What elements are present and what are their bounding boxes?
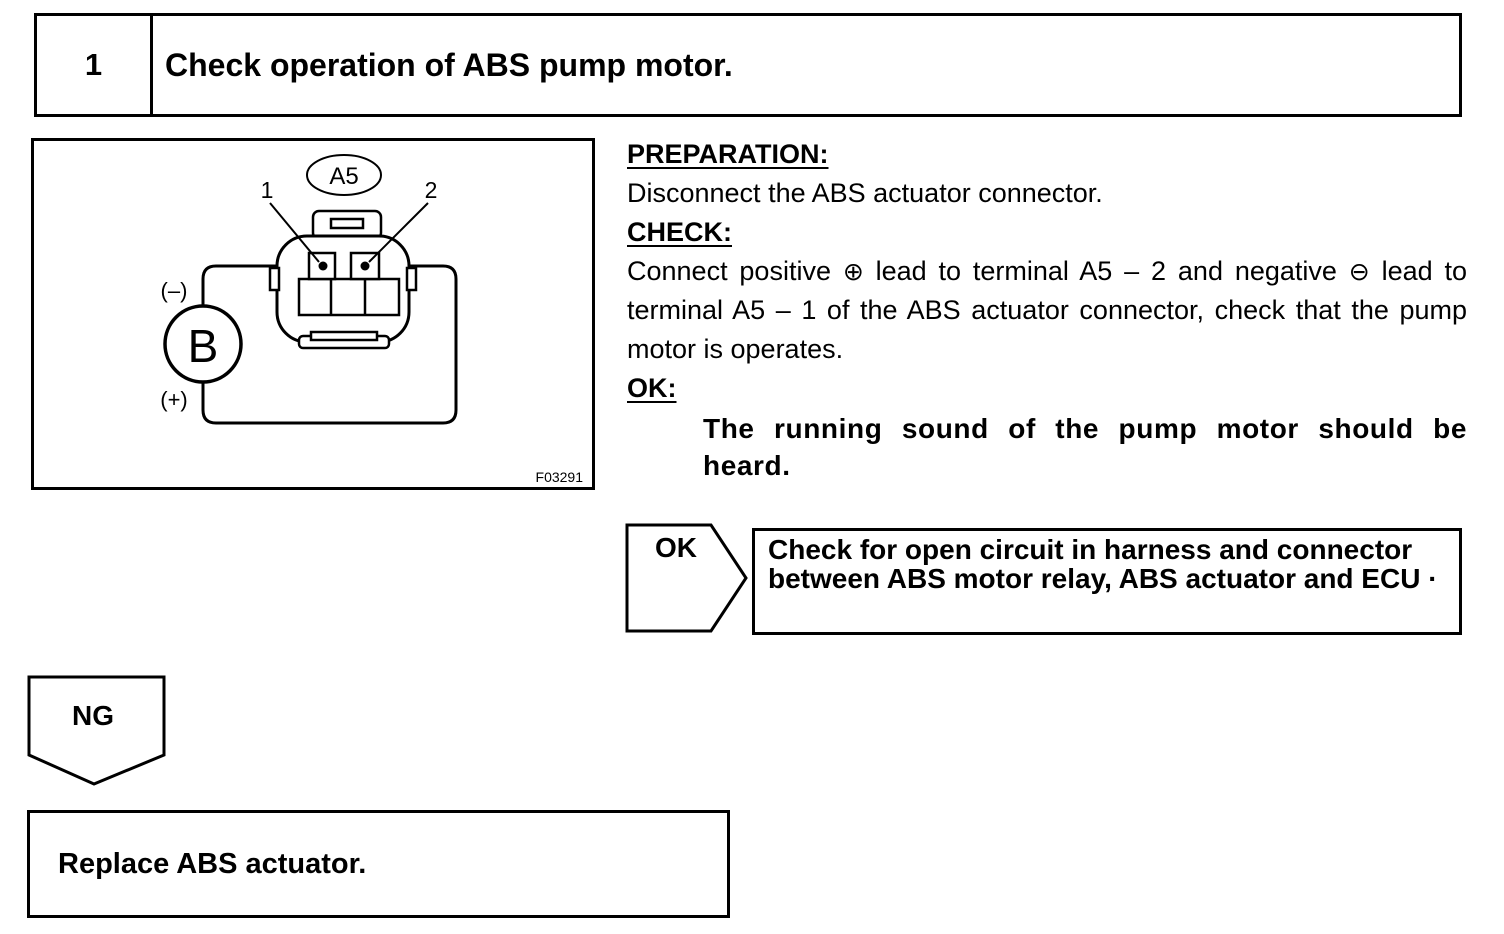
terminal-2-pin: [360, 261, 370, 271]
battery-symbol: [163, 304, 243, 384]
connector-badge: [306, 154, 382, 196]
terminal-1-label: 1: [261, 177, 274, 203]
ok-branch-label: OK: [655, 532, 697, 563]
positive-polarity-label: (+): [160, 387, 188, 412]
preparation-heading: PREPARATION:: [627, 139, 829, 169]
wire-negative: [201, 264, 321, 306]
preparation-text: Disconnect the ABS actuator connector.: [627, 178, 1103, 208]
check-heading: CHECK:: [627, 217, 732, 247]
ok-arrow-shape: [625, 523, 748, 633]
positive-symbol: ⊕: [842, 257, 864, 286]
step-title: Check operation of ABS pump motor.: [165, 46, 733, 83]
terminal-2-leader: [368, 202, 429, 263]
terminal-2-label: 2: [425, 177, 438, 203]
instructions: PREPARATION: Disconnect the ABS actuator…: [627, 135, 1467, 484]
step-header: 1 Check operation of ABS pump motor.: [34, 13, 1462, 117]
battery-label: B: [188, 320, 219, 372]
ok-result-text: The running sound of the pump motor shou…: [703, 413, 1467, 481]
ng-action-box: Replace ABS actuator.: [27, 810, 730, 918]
check-text: Connect positive ⊕ lead to terminal A5 –…: [627, 256, 1467, 364]
ng-branch-label: NG: [72, 700, 114, 731]
ok-heading: OK:: [627, 373, 677, 403]
ok-action-box: Check for open circuit in harness and co…: [752, 528, 1462, 635]
connector-label: A5: [329, 163, 358, 190]
connector-wiring-figure: A5 1 2 B (–) (+) F03291: [31, 138, 595, 490]
wire-positive: [201, 264, 458, 425]
ng-arrow-shape: [27, 675, 166, 786]
negative-polarity-label: (–): [161, 278, 188, 303]
step-number: 1: [37, 16, 153, 114]
terminal-1-leader: [269, 202, 320, 263]
negative-symbol: ⊖: [1348, 257, 1370, 286]
figure-code: F03291: [536, 469, 584, 485]
terminal-1-pin: [318, 261, 328, 271]
